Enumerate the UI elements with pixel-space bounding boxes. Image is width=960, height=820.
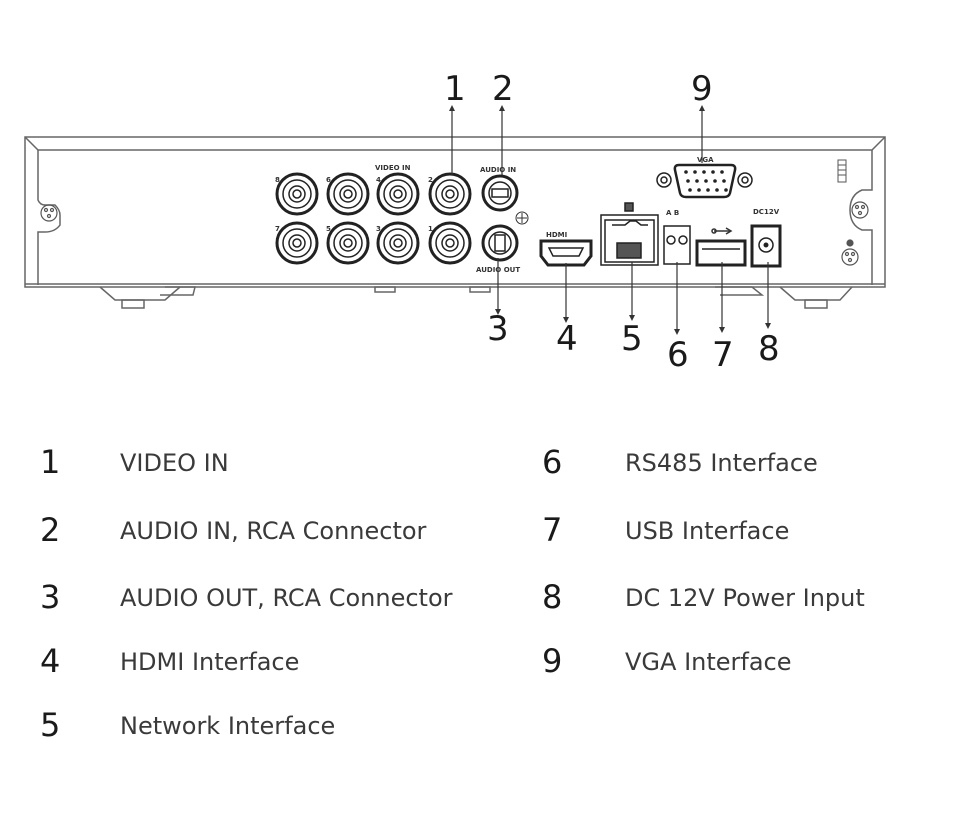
legend-number: 2 — [40, 511, 61, 549]
vga-pin — [693, 170, 697, 174]
hdmi-port — [539, 239, 593, 267]
legend-number: 5 — [40, 706, 61, 744]
vga-pin — [724, 188, 728, 192]
bnc-channel-label: 6 — [326, 176, 331, 184]
legend-label: Network Interface — [120, 712, 336, 740]
legend-number: 3 — [40, 578, 61, 616]
bnc-connector: 2 — [428, 172, 472, 216]
usb-symbol-icon — [711, 227, 733, 235]
legend-number: 8 — [542, 578, 563, 616]
vga-pin — [697, 188, 701, 192]
callout-8: 8 — [758, 329, 780, 369]
callout-9: 9 — [691, 69, 713, 109]
bnc-channel-label: 2 — [428, 176, 433, 184]
usb-port — [695, 239, 747, 267]
vga-pin — [713, 179, 717, 183]
vga-pin — [702, 170, 706, 174]
legend-number: 9 — [542, 642, 563, 680]
bnc-channel-label: 7 — [275, 225, 280, 233]
bnc-connector: 6 — [326, 172, 370, 216]
vga-pin — [722, 179, 726, 183]
legend-label: USB Interface — [625, 517, 790, 545]
vga-panel-label: VGA — [697, 156, 714, 164]
screw-icon-left — [40, 204, 58, 222]
video-in-panel-label: VIDEO IN — [375, 164, 411, 172]
callout-3: 3 — [487, 309, 509, 349]
hdmi-panel-label: HDMI — [546, 231, 567, 239]
legend-number: 4 — [40, 642, 61, 680]
ground-screw-icon — [841, 239, 859, 266]
bnc-connector: 5 — [326, 221, 370, 265]
vga-pin — [688, 188, 692, 192]
callout-1: 1 — [444, 69, 466, 109]
callout-6: 6 — [667, 335, 689, 375]
vga-port — [656, 163, 753, 199]
legend-label: DC 12V Power Input — [625, 584, 865, 612]
vga-pin — [715, 188, 719, 192]
audio-out-rca-connector — [481, 224, 519, 262]
vga-pin — [720, 170, 724, 174]
bnc-channel-label: 8 — [275, 176, 280, 184]
bnc-channel-label: 5 — [326, 225, 331, 233]
callout-lines — [449, 105, 771, 335]
legend-number: 7 — [542, 511, 563, 549]
bnc-connector: 4 — [376, 172, 420, 216]
legend-label: AUDIO IN, RCA Connector — [120, 517, 427, 545]
dc-panel-label: DC12V — [753, 208, 780, 216]
vga-pins — [684, 170, 728, 192]
audio-in-rca-connector — [481, 174, 519, 212]
bnc-channel-label: 3 — [376, 225, 381, 233]
bnc-connector: 8 — [275, 172, 319, 216]
vga-pin — [695, 179, 699, 183]
callout-2: 2 — [492, 69, 514, 109]
legend-label: HDMI Interface — [120, 648, 300, 676]
callout-7: 7 — [712, 335, 734, 375]
video-in-bnc-group: 8 6 4 2 7 5 3 1 — [275, 172, 472, 265]
legend-label: VGA Interface — [625, 648, 792, 676]
vga-pin — [711, 170, 715, 174]
ground-symbol-icon — [515, 211, 529, 225]
legend-number: 6 — [542, 443, 563, 481]
callout-4: 4 — [556, 319, 578, 359]
vga-pin — [704, 179, 708, 183]
vent-icon — [837, 159, 847, 183]
bnc-channel-label: 1 — [428, 225, 433, 233]
vga-pin — [684, 170, 688, 174]
bnc-connector: 7 — [275, 221, 319, 265]
audio-in-panel-label: AUDIO IN — [480, 166, 516, 174]
dc-power-jack — [750, 224, 782, 268]
callout-5: 5 — [621, 319, 643, 359]
bnc-connector: 3 — [376, 221, 420, 265]
network-rj45-port — [600, 202, 659, 266]
legend-number: 1 — [40, 443, 61, 481]
legend-label: RS485 Interface — [625, 449, 818, 477]
vga-pin — [686, 179, 690, 183]
screw-icon-right — [851, 201, 869, 219]
bnc-channel-label: 4 — [376, 176, 381, 184]
bnc-connector: 1 — [428, 221, 472, 265]
vga-pin — [706, 188, 710, 192]
legend-label: VIDEO IN — [120, 449, 229, 477]
legend-label: AUDIO OUT, RCA Connector — [120, 584, 453, 612]
rs485-panel-label: A B — [666, 209, 679, 217]
